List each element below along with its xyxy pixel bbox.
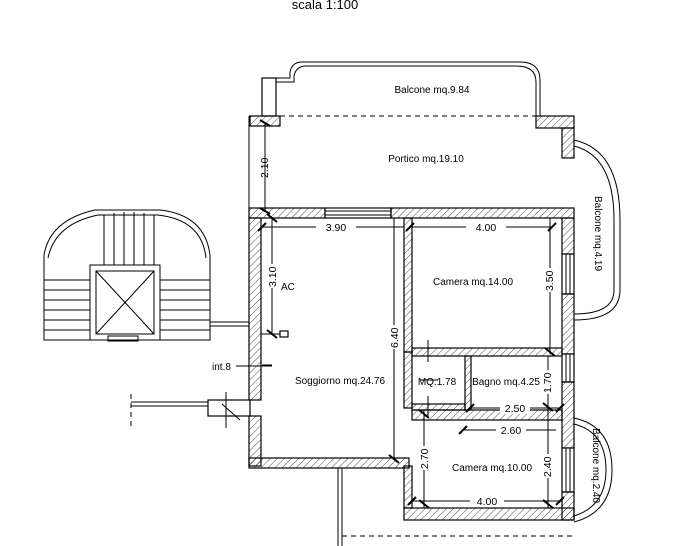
room-labels: Balcone mq.9.84 Portico mq.19.10 Balcone… xyxy=(212,85,603,503)
balcone-right-top-outline xyxy=(573,139,621,321)
dim-2-50: 2.50 xyxy=(505,403,526,415)
balcone-top-outline xyxy=(261,61,541,117)
label-soggiorno: Soggiorno mq.24.76 xyxy=(295,376,386,387)
label-portico: Portico mq.19.10 xyxy=(388,154,464,165)
dim-2-40: 2.40 xyxy=(542,456,554,477)
dimension-labels: 2.10 3.90 4.00 3.10 3.50 6.40 1.70 2.50 … xyxy=(252,156,556,508)
outer-walls xyxy=(248,207,575,521)
balcone-right-bottom-outline xyxy=(573,417,613,523)
dim-2-10: 2.10 xyxy=(259,157,271,178)
dim-4-00-top: 4.00 xyxy=(476,222,497,234)
bottom-extension xyxy=(337,468,574,546)
dim-1-70: 1.70 xyxy=(542,372,554,393)
label-camera-1: Camera mq.14.00 xyxy=(433,277,513,288)
label-bagno: Bagno mq.4.25 xyxy=(472,377,540,388)
label-balcone-right-bottom: Balcone mq.2.40 xyxy=(590,428,601,503)
staircase xyxy=(43,209,249,342)
dim-3-50: 3.50 xyxy=(544,270,556,291)
label-ripostiglio: MQ.1.78 xyxy=(418,377,457,388)
dim-3-90: 3.90 xyxy=(326,222,347,234)
dim-4-00-bottom: 4.00 xyxy=(477,496,498,508)
scale-title: scala 1:100 xyxy=(292,0,359,12)
label-ac: AC xyxy=(281,282,295,293)
dim-6-40: 6.40 xyxy=(389,327,401,348)
dim-2-70: 2.70 xyxy=(419,448,431,469)
interior-walls xyxy=(261,217,563,421)
label-balcone-top: Balcone mq.9.84 xyxy=(394,85,469,96)
dim-2-60: 2.60 xyxy=(501,425,522,437)
portico-outline xyxy=(248,115,575,210)
dimension-lines xyxy=(221,119,565,509)
label-camera-2: Camera mq.10.00 xyxy=(452,463,532,474)
dim-3-10: 3.10 xyxy=(267,266,279,287)
label-balcone-right-top: Balcone mq.4.19 xyxy=(592,196,603,271)
landing xyxy=(130,394,251,428)
label-entrance: int.8 xyxy=(212,362,231,373)
door-marks xyxy=(262,340,438,418)
